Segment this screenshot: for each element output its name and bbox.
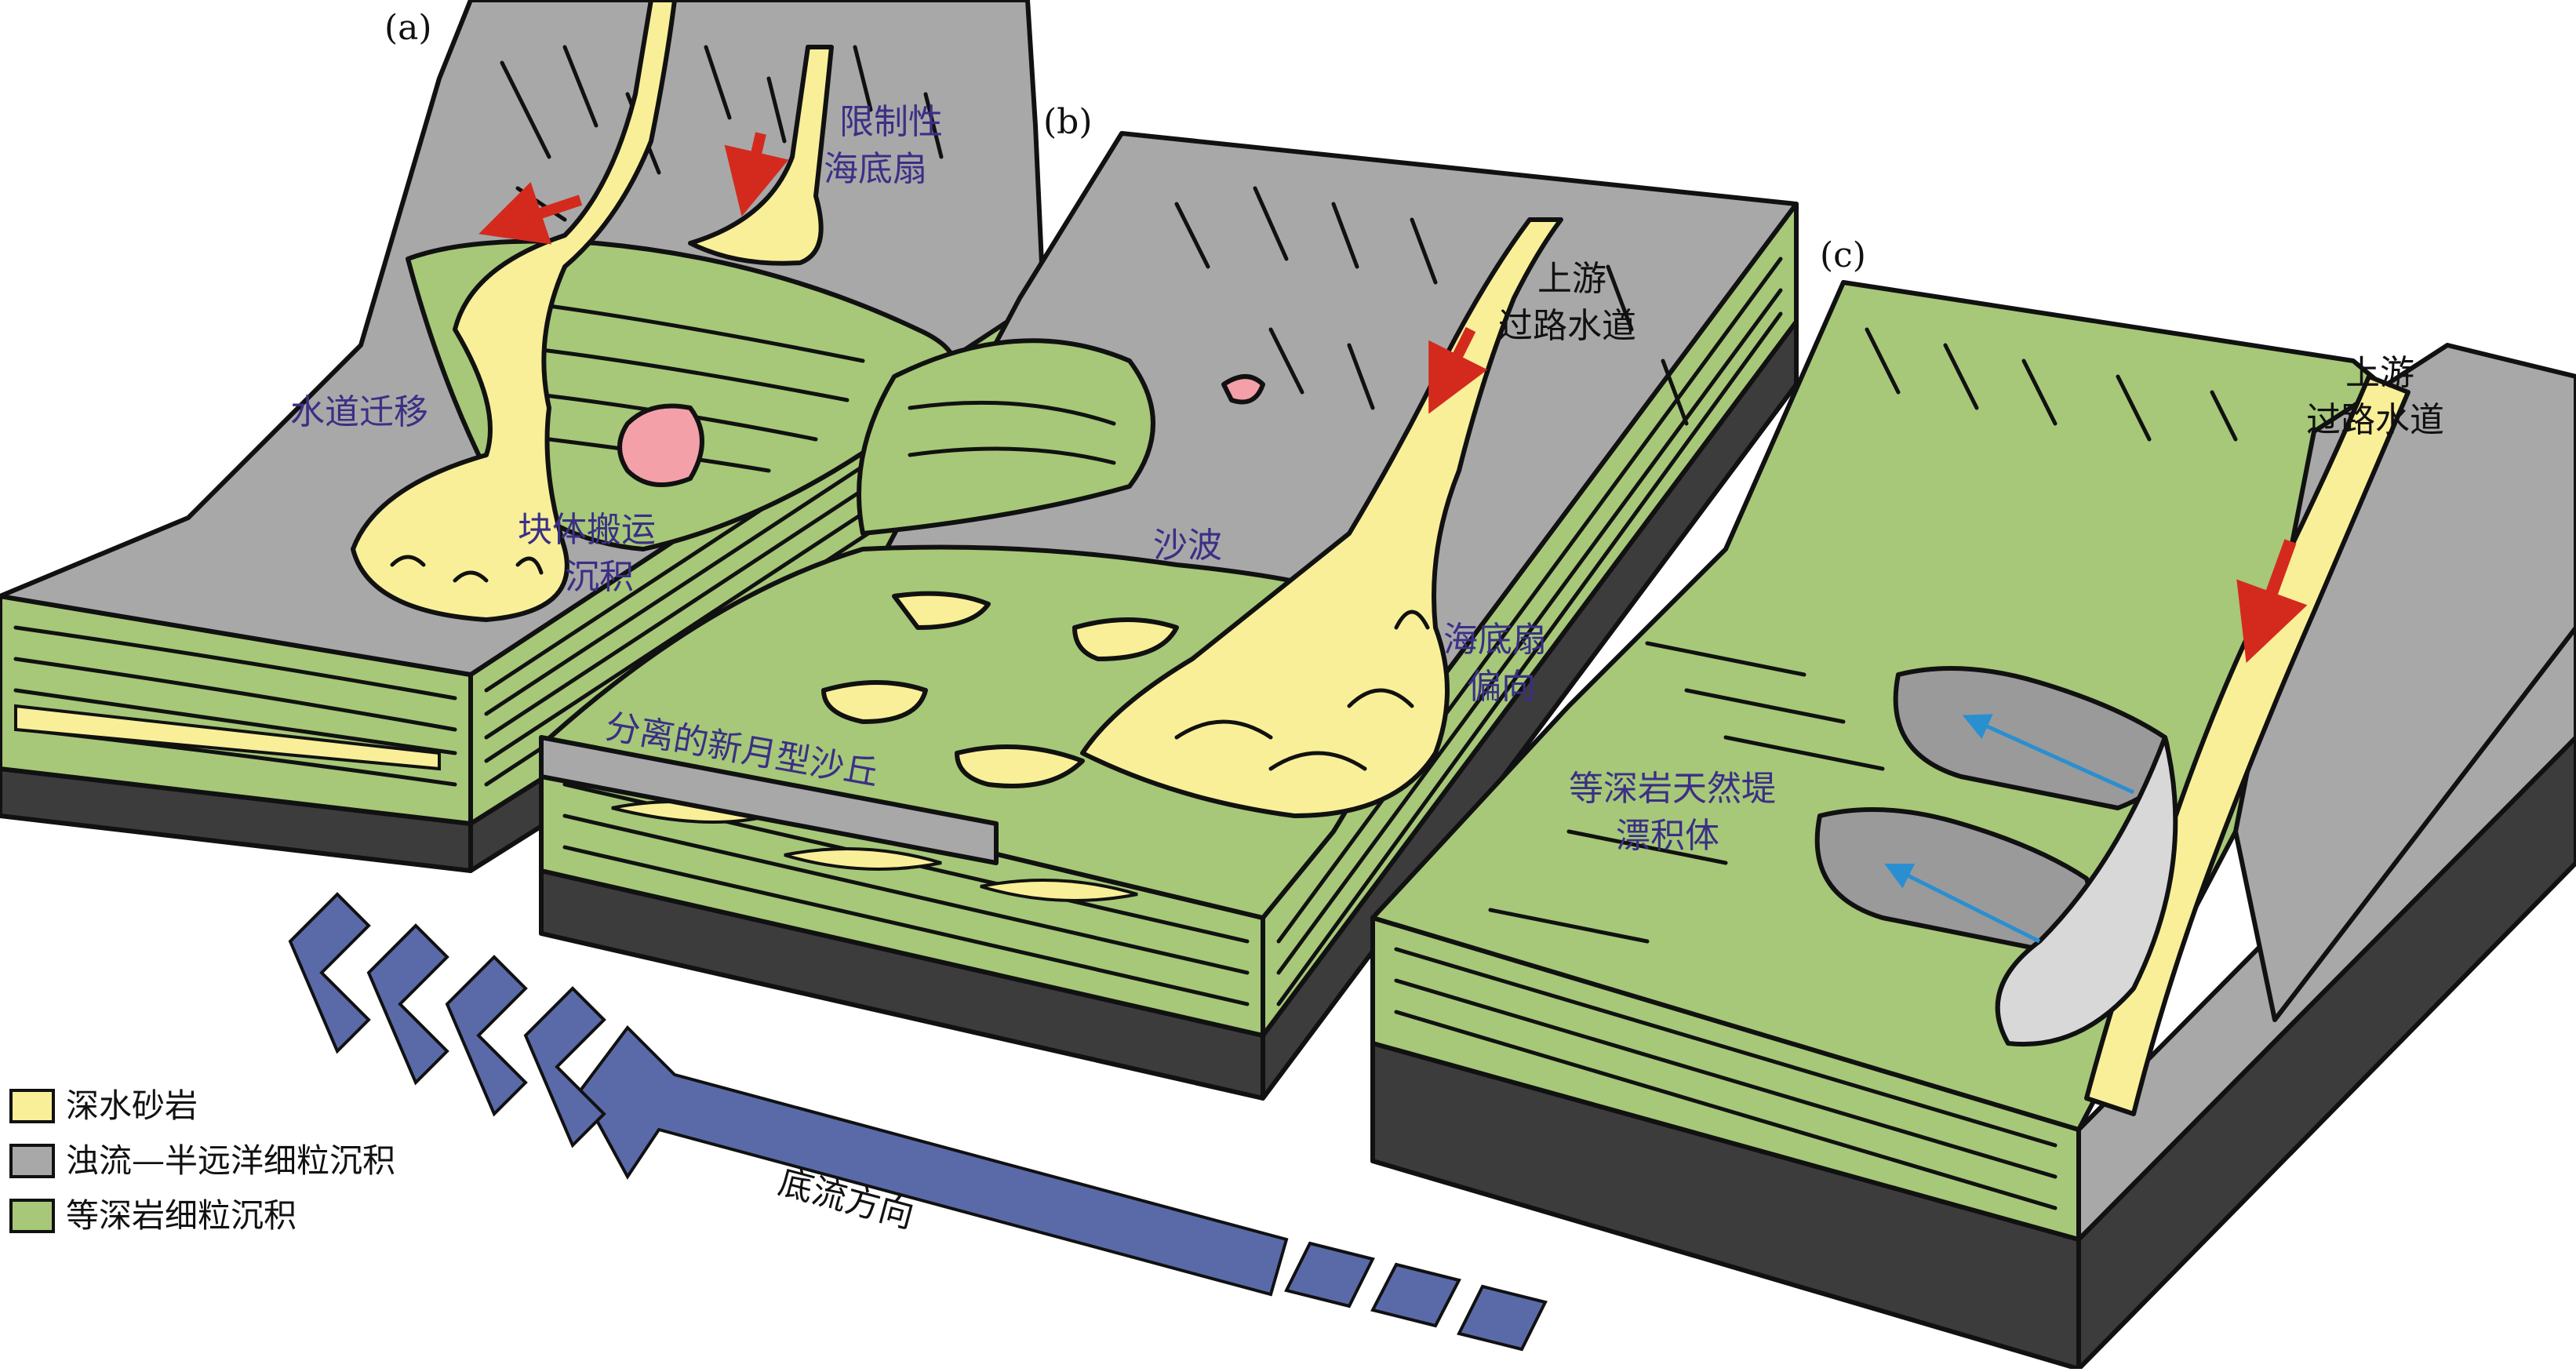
panel-labels: (a) (b) (c) [384,8,1866,275]
panel-c [1370,280,2576,1371]
panel-c-label: (c) [1820,235,1866,275]
c-upstream-label-line1: 上游 [2345,353,2414,393]
contourite-levee-label-line1: 等深岩天然堤 [1569,769,1776,809]
fan-deflection-label-line1: 海底扇 [1443,620,1547,660]
fan-deflection-label-line2: 偏向 [1467,667,1536,707]
b-upstream-label-line2: 过路水道 [1498,306,1636,346]
mass-transport-label-line2: 沉积 [565,557,634,597]
mass-transport-label-line1: 块体搬运 [518,510,656,550]
annotation-labels: 限制性 海底扇 水道迁移 块体搬运 沉积 上游 过路水道 沙波 海底扇 偏向 分… [290,102,2444,1236]
b-upstream-label-line1: 上游 [1537,259,1606,299]
restricted-fan-label-line2: 海底扇 [824,149,927,189]
panel-b-label: (b) [1043,102,1093,142]
sand-waves-label: 沙波 [1153,526,1222,566]
legend-label: 等深岩细粒沉积 [66,1196,297,1235]
c-upstream-label-line2: 过路水道 [2306,400,2444,440]
legend-item-contourite-fine: 等深岩细粒沉积 [9,1196,297,1235]
panel-b [539,131,1799,1101]
contourite-levee-label-line2: 漂积体 [1616,816,1719,856]
panel-a-label: (a) [384,8,432,48]
channel-migration-label: 水道迁移 [290,392,428,432]
legend: 深水砂岩 浊流—半远洋细粒沉积 等深岩细粒沉积 [9,1086,395,1235]
legend-item-turbidite-hemipelagic: 浊流—半远洋细粒沉积 [9,1141,395,1180]
legend-label: 深水砂岩 [66,1086,198,1125]
legend-label: 浊流—半远洋细粒沉积 [66,1141,395,1180]
restricted-fan-label-line1: 限制性 [839,102,943,142]
legend-item-sandstone: 深水砂岩 [9,1086,198,1125]
bottom-current-arrow [288,892,1548,1352]
